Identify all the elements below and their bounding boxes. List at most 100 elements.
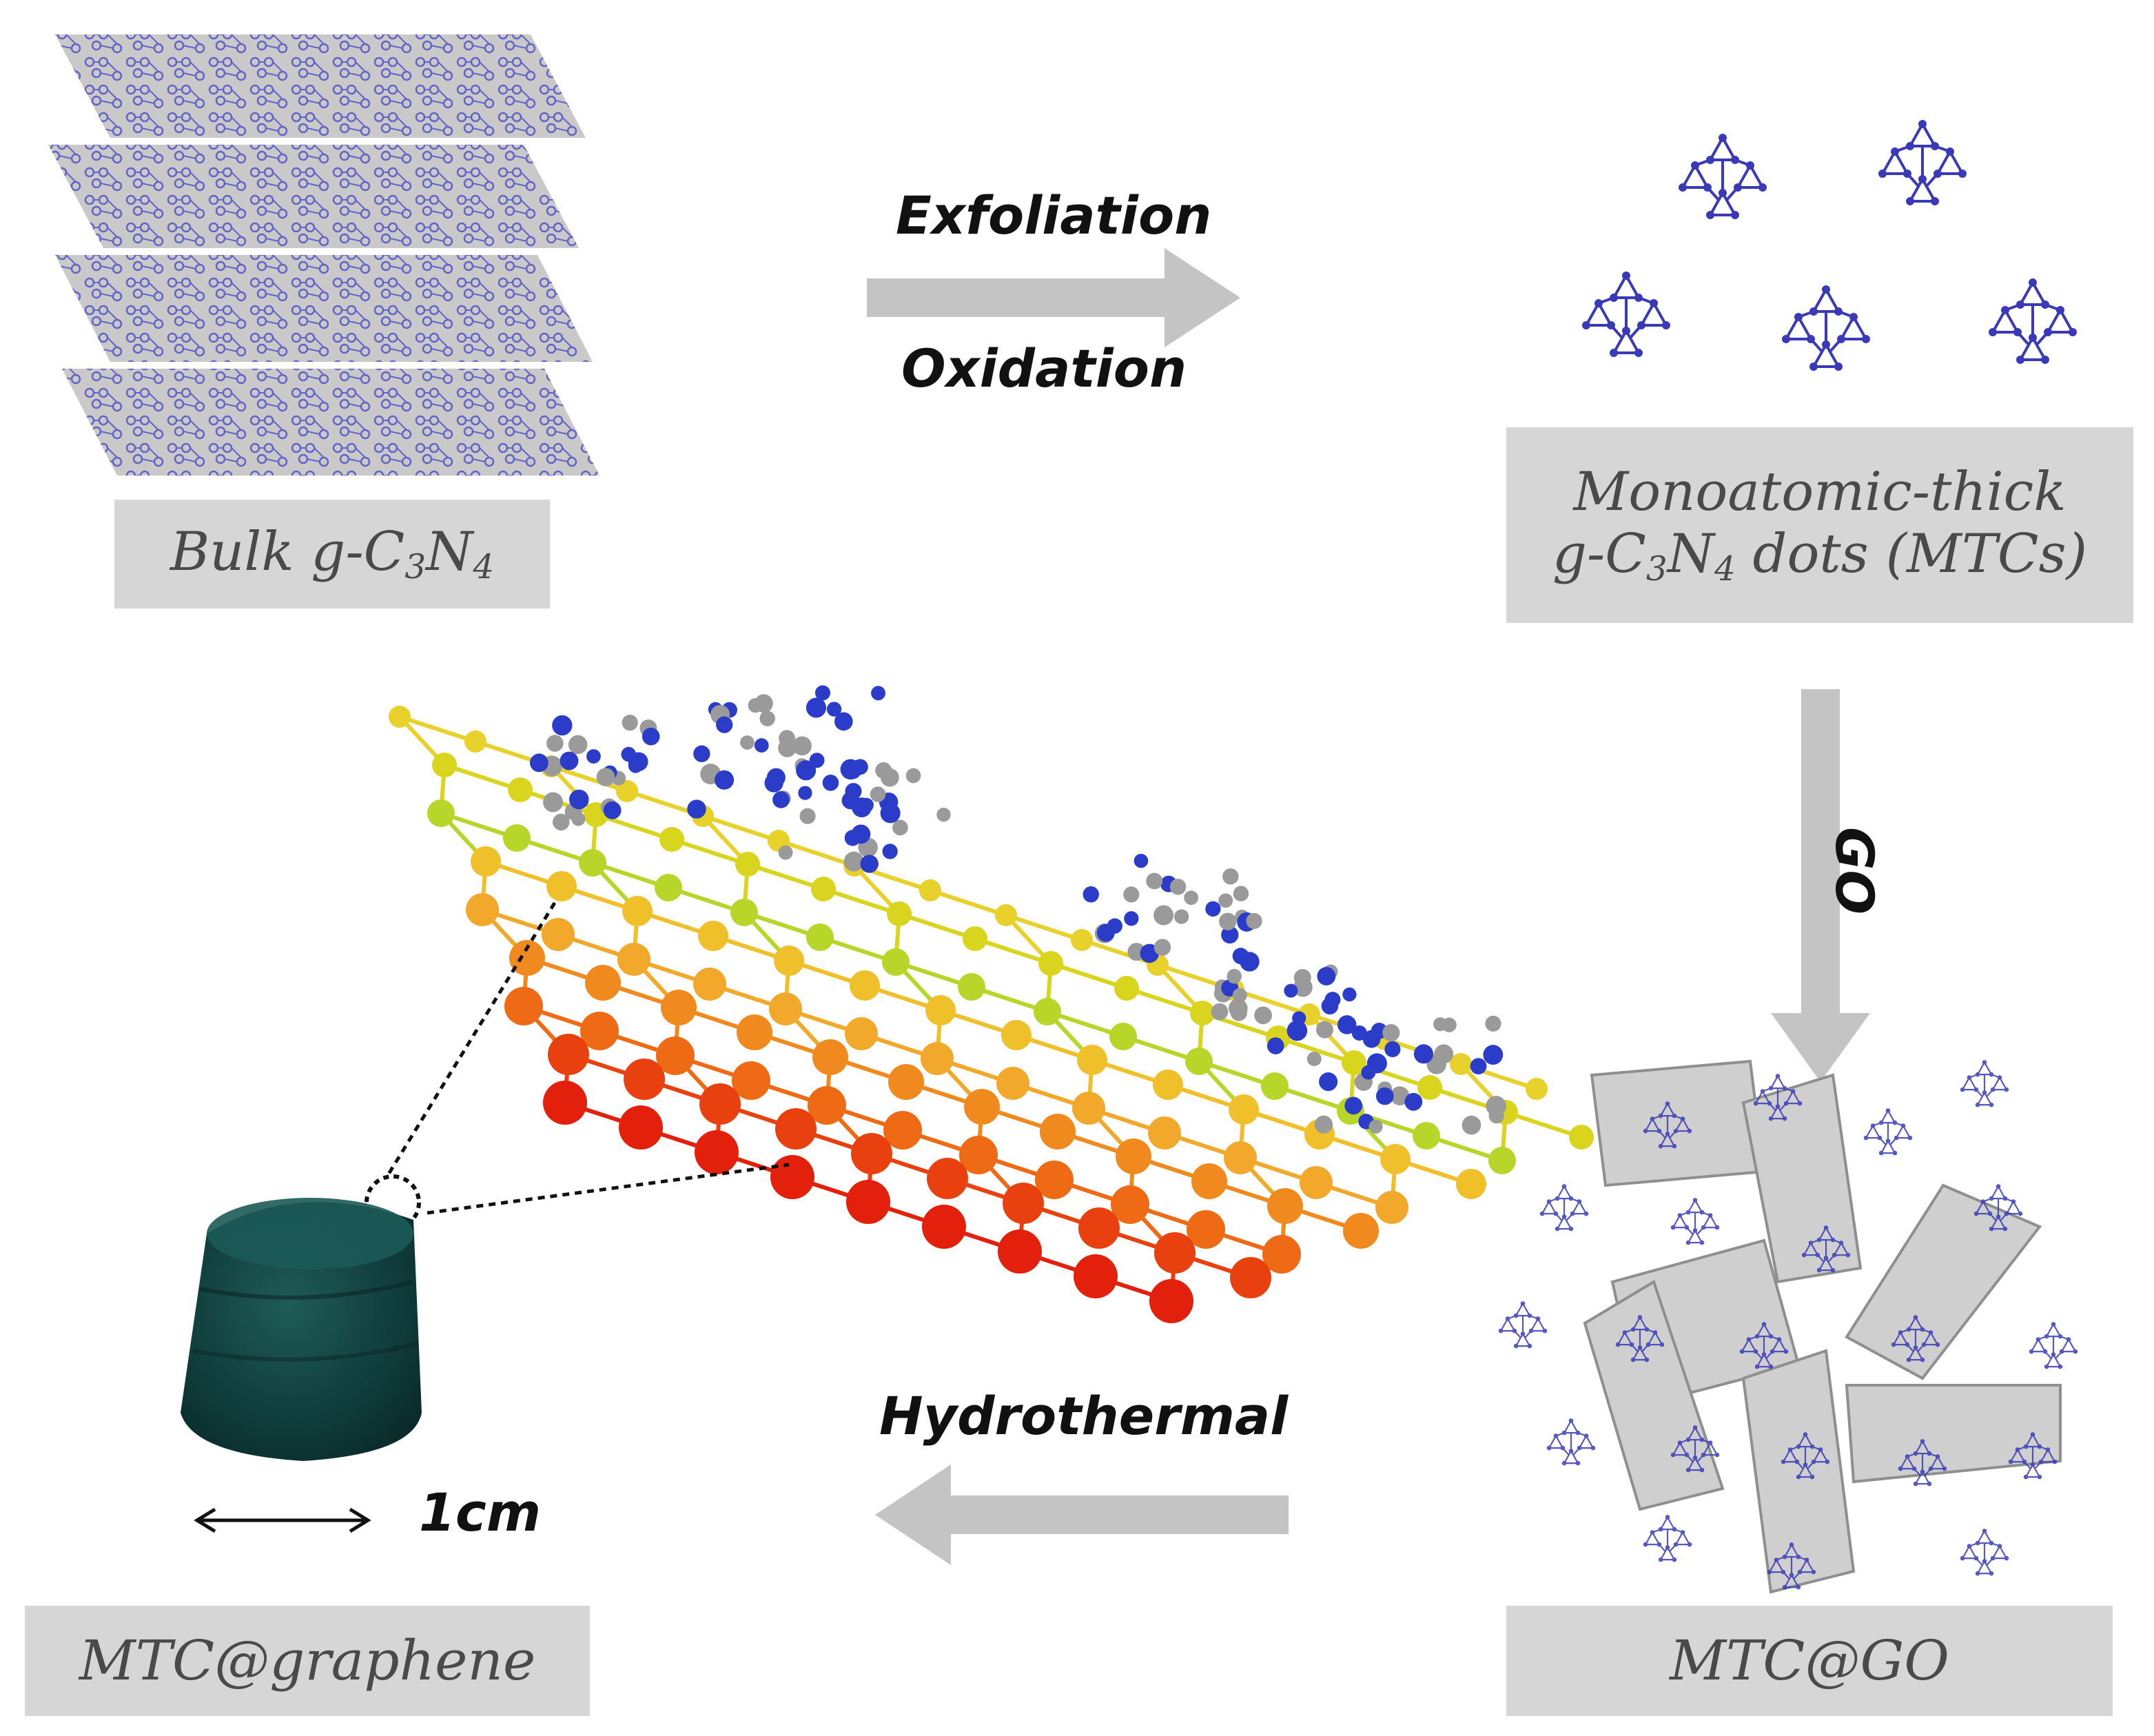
cn-atom	[642, 727, 660, 746]
cn-atom	[1413, 1044, 1434, 1064]
bulk-label-mid: N	[426, 520, 473, 583]
lattice-atom	[1001, 1020, 1032, 1050]
cn-atom	[1375, 1087, 1394, 1105]
cn-atom	[814, 685, 830, 701]
cn-atom	[586, 749, 601, 764]
cn-atom	[1169, 879, 1187, 895]
hydrothermal-text: Hydrothermal	[879, 1385, 1289, 1447]
lattice-atom	[546, 871, 577, 901]
cn-atom	[1314, 1115, 1333, 1134]
mtc-label-suffix: dots (MTCs)	[1735, 522, 2088, 585]
lattice-atom	[1413, 1122, 1440, 1150]
bulk-sheets	[48, 34, 599, 476]
lattice-atom	[1077, 1045, 1107, 1075]
cn-atom	[759, 711, 775, 726]
lattice-atom	[1230, 1257, 1271, 1298]
cn-atom	[1153, 939, 1171, 956]
cn-atom	[1442, 1017, 1457, 1032]
cn-atom	[1240, 952, 1260, 972]
scale-bar	[194, 1507, 371, 1533]
cn-atom	[543, 792, 564, 813]
cn-atom	[796, 760, 817, 781]
lattice-atom	[543, 1081, 587, 1125]
lattice-atom	[1154, 1232, 1196, 1274]
mtc-label-sub1: 3	[1645, 549, 1668, 589]
lattice-bond	[930, 888, 1007, 917]
cn-atom	[1321, 997, 1339, 1015]
mtc-label-prefix: g-C	[1552, 522, 1646, 585]
cn-atom	[852, 797, 872, 818]
bulk-label-sub1: 3	[404, 547, 427, 586]
lattice-atom	[661, 990, 697, 1025]
lattice-atom	[508, 777, 533, 802]
lattice-bond	[823, 887, 900, 916]
mtc-go-label-box: MTC@GO	[1506, 1606, 2113, 1716]
lattice-atom	[1456, 1169, 1486, 1199]
cn-atom	[1232, 988, 1247, 1003]
cn-atom	[764, 773, 783, 793]
cn-atom	[546, 735, 564, 752]
cn-atom	[860, 855, 879, 873]
cn-atom	[1227, 968, 1242, 984]
lattice-atom	[1267, 1188, 1303, 1224]
cn-atom	[1184, 890, 1199, 906]
cn-atom	[628, 758, 643, 773]
cn-atom	[529, 753, 548, 773]
cn-atom	[1344, 1096, 1363, 1115]
cn-atom	[1361, 1065, 1376, 1080]
cn-atom	[568, 735, 588, 755]
oxidation-text: Oxidation	[901, 338, 1187, 399]
cn-atom	[1174, 909, 1189, 924]
monolith-photo	[181, 1198, 422, 1461]
cn-atom	[1434, 1044, 1454, 1064]
mtc-go-label: MTC@GO	[1670, 1628, 1949, 1693]
mtc-label-line2: g-C3N4 dots (MTCs)	[1552, 522, 2088, 589]
lattice-atom	[1224, 1141, 1257, 1174]
lattice-atom	[1375, 1191, 1408, 1224]
cn-atom	[1229, 999, 1248, 1018]
lattice-bond	[399, 715, 476, 744]
lattice-atom	[622, 896, 653, 926]
lattice-atom	[616, 780, 638, 802]
cn-atom	[716, 716, 733, 733]
lattice-atom	[883, 1111, 922, 1150]
cn-atom	[1293, 977, 1313, 997]
lattice-atom	[806, 923, 834, 951]
lattice-atom	[732, 1061, 770, 1100]
cn-atom	[1488, 1107, 1504, 1124]
lattice-atom	[959, 1136, 998, 1174]
cn-atom	[1292, 1011, 1306, 1025]
mtc-graphene-label: MTC@graphene	[79, 1628, 536, 1693]
lattice-atom	[503, 824, 531, 852]
lattice-atom	[548, 1034, 589, 1075]
cn-atom	[792, 736, 812, 756]
lattice-atom	[845, 1017, 878, 1050]
cn-atom	[1205, 901, 1221, 917]
lattice-atom	[1185, 1048, 1213, 1075]
scale-text: 1cm	[419, 1482, 542, 1543]
lattice-atom	[998, 1229, 1042, 1274]
lattice-atom	[1262, 1235, 1301, 1274]
lattice-atom	[1111, 1185, 1149, 1224]
exfoliation-arrow	[867, 248, 1240, 347]
exfoliation-text: Exfoliation	[896, 185, 1212, 246]
cn-atom	[806, 697, 827, 718]
lattice-bond	[1126, 986, 1203, 1015]
lattice-atom	[964, 1089, 1000, 1125]
cn-atom	[1286, 1020, 1308, 1041]
cn-atom	[1317, 967, 1336, 986]
lattice-atom	[1114, 976, 1139, 1001]
lattice-atom	[850, 970, 880, 1001]
lattice-atom	[624, 1059, 665, 1100]
lattice-atom	[1261, 1072, 1289, 1100]
cn-atom	[1221, 926, 1239, 944]
lattice-atom	[1187, 1210, 1225, 1249]
hydrothermal-arrow	[875, 1464, 1289, 1565]
cn-atom	[1337, 1015, 1357, 1034]
lattice-atom	[1191, 1163, 1227, 1199]
mtc-graphene-label-box: MTC@graphene	[25, 1606, 590, 1716]
zoom-lines	[365, 901, 790, 1231]
cn-atom	[1083, 886, 1099, 903]
cn-atom	[826, 702, 842, 717]
cn-atom	[1124, 911, 1139, 926]
